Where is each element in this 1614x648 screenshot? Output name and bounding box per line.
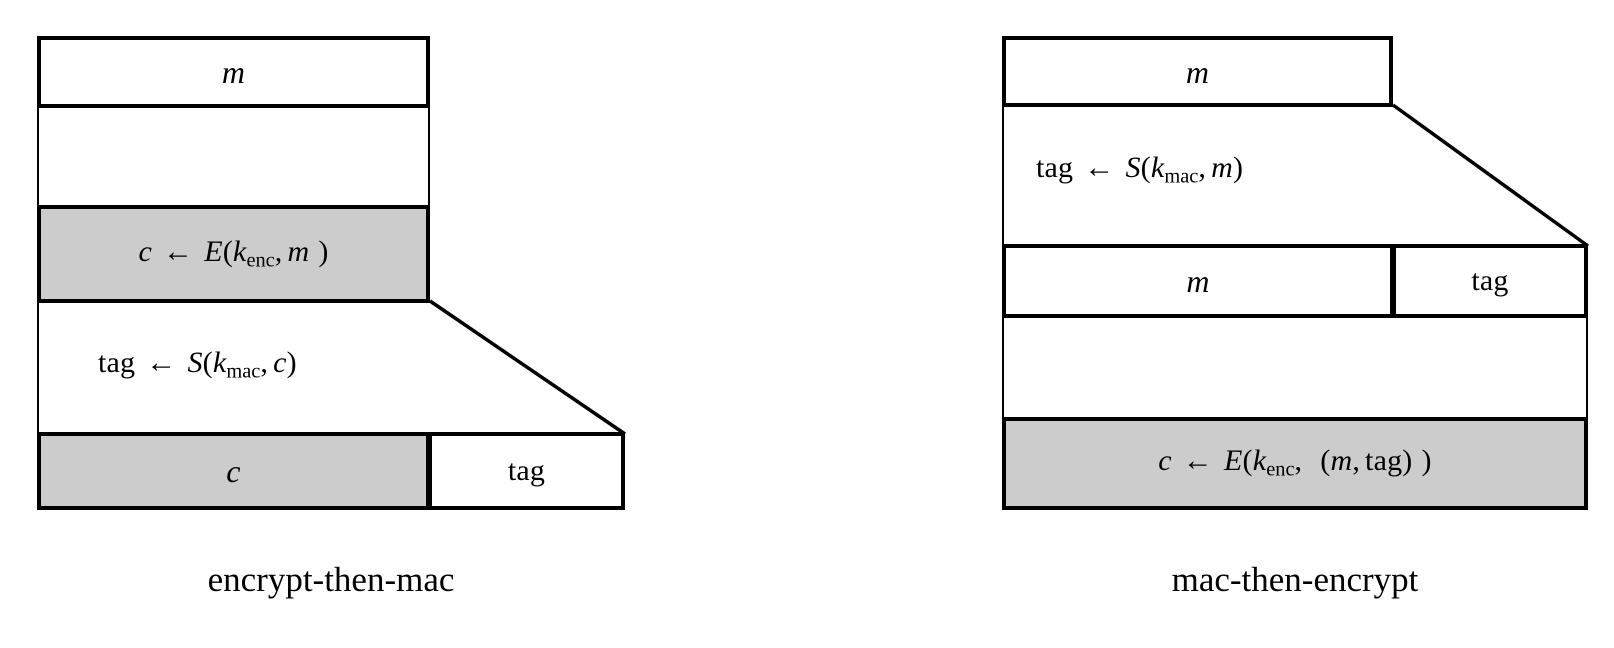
- etm-encrypt-key-sub: enc: [246, 249, 275, 272]
- etm-right-rail-upper: [428, 104, 430, 209]
- caption-encrypt-then-mac: encrypt-then-mac: [207, 560, 455, 599]
- caption-mac-then-encrypt: mac-then-encrypt: [1171, 560, 1419, 599]
- mte-left-rail-lower: [1002, 314, 1004, 419]
- etm-encrypt-box: c←E(kenc,m): [37, 205, 430, 303]
- mte-mac-key: k: [1150, 151, 1165, 184]
- etm-diagonal-connector: [429, 299, 626, 436]
- mte-encrypt-sep: ,: [1294, 444, 1303, 478]
- mte-encrypt-arg-close: ): [1402, 444, 1413, 478]
- mte-mac-formula: tag←S(kmac,m): [1036, 151, 1244, 188]
- mte-encrypt-key: k: [1252, 444, 1267, 478]
- mte-mac-key-sub: mac: [1164, 165, 1199, 188]
- etm-encrypt-formula: c←E(kenc,m): [138, 234, 329, 272]
- mte-encrypt-arg-b: tag: [1365, 444, 1403, 478]
- etm-left-rail-upper: [37, 104, 39, 209]
- etm-encrypt-key: k: [232, 234, 247, 268]
- etm-encrypt-arrow: ←: [162, 234, 194, 268]
- mte-middle-tag-label: tag: [1471, 264, 1509, 297]
- mte-message-box: m: [1002, 36, 1393, 107]
- mte-mac-sep: ,: [1198, 151, 1207, 184]
- etm-mac-out: tag: [98, 346, 136, 379]
- etm-mac-sep: ,: [260, 346, 269, 379]
- mte-middle-message-label: m: [1186, 263, 1210, 299]
- etm-left-rail-lower: [37, 299, 39, 436]
- etm-message-label: m: [221, 54, 246, 90]
- mte-encrypt-arg-sep: ,: [1352, 444, 1361, 478]
- etm-output-tag-label: tag: [507, 454, 546, 487]
- mte-mac-fn: S: [1125, 151, 1141, 184]
- mte-encrypt-arg-a: m: [1330, 444, 1353, 478]
- etm-encrypt-out: c: [138, 234, 152, 268]
- etm-output-ciphertext-box: c: [37, 432, 430, 510]
- etm-mac-key-sub: mac: [226, 360, 261, 383]
- mte-encrypt-box: c←E(kenc,(m,tag)): [1002, 417, 1588, 510]
- mte-message-label: m: [1185, 53, 1210, 90]
- mte-left-rail-upper: [1002, 103, 1004, 248]
- etm-output-ciphertext-label: c: [226, 453, 241, 489]
- etm-mac-key: k: [212, 346, 227, 379]
- etm-encrypt-arg: m: [287, 234, 310, 268]
- mte-middle-tag-box: tag: [1392, 244, 1588, 318]
- etm-message-box: m: [37, 36, 430, 108]
- etm-encrypt-sep: ,: [274, 234, 283, 268]
- etm-mac-fn: S: [187, 346, 203, 379]
- etm-mac-formula: tag←S(kmac,c): [98, 346, 297, 383]
- mte-mac-arg: m: [1211, 151, 1233, 184]
- mte-mac-arrow: ←: [1084, 151, 1115, 184]
- mte-diagonal-connector: [1391, 103, 1590, 248]
- mte-mac-out: tag: [1036, 151, 1074, 184]
- mte-middle-message-box: m: [1002, 244, 1394, 318]
- mte-right-rail-lower: [1586, 314, 1588, 419]
- mte-encrypt-key-sub: enc: [1266, 459, 1295, 482]
- mte-encrypt-arg-open: (: [1320, 444, 1331, 478]
- etm-encrypt-fn: E: [204, 234, 223, 268]
- etm-mac-arrow: ←: [146, 346, 177, 379]
- mte-encrypt-arrow: ←: [1182, 444, 1213, 478]
- mte-encrypt-formula: c←E(kenc,(m,tag)): [1158, 444, 1432, 482]
- mte-encrypt-fn: E: [1224, 444, 1243, 478]
- etm-output-tag-box: tag: [428, 432, 625, 510]
- mte-encrypt-out: c: [1158, 444, 1172, 478]
- etm-mac-arg: c: [273, 346, 287, 379]
